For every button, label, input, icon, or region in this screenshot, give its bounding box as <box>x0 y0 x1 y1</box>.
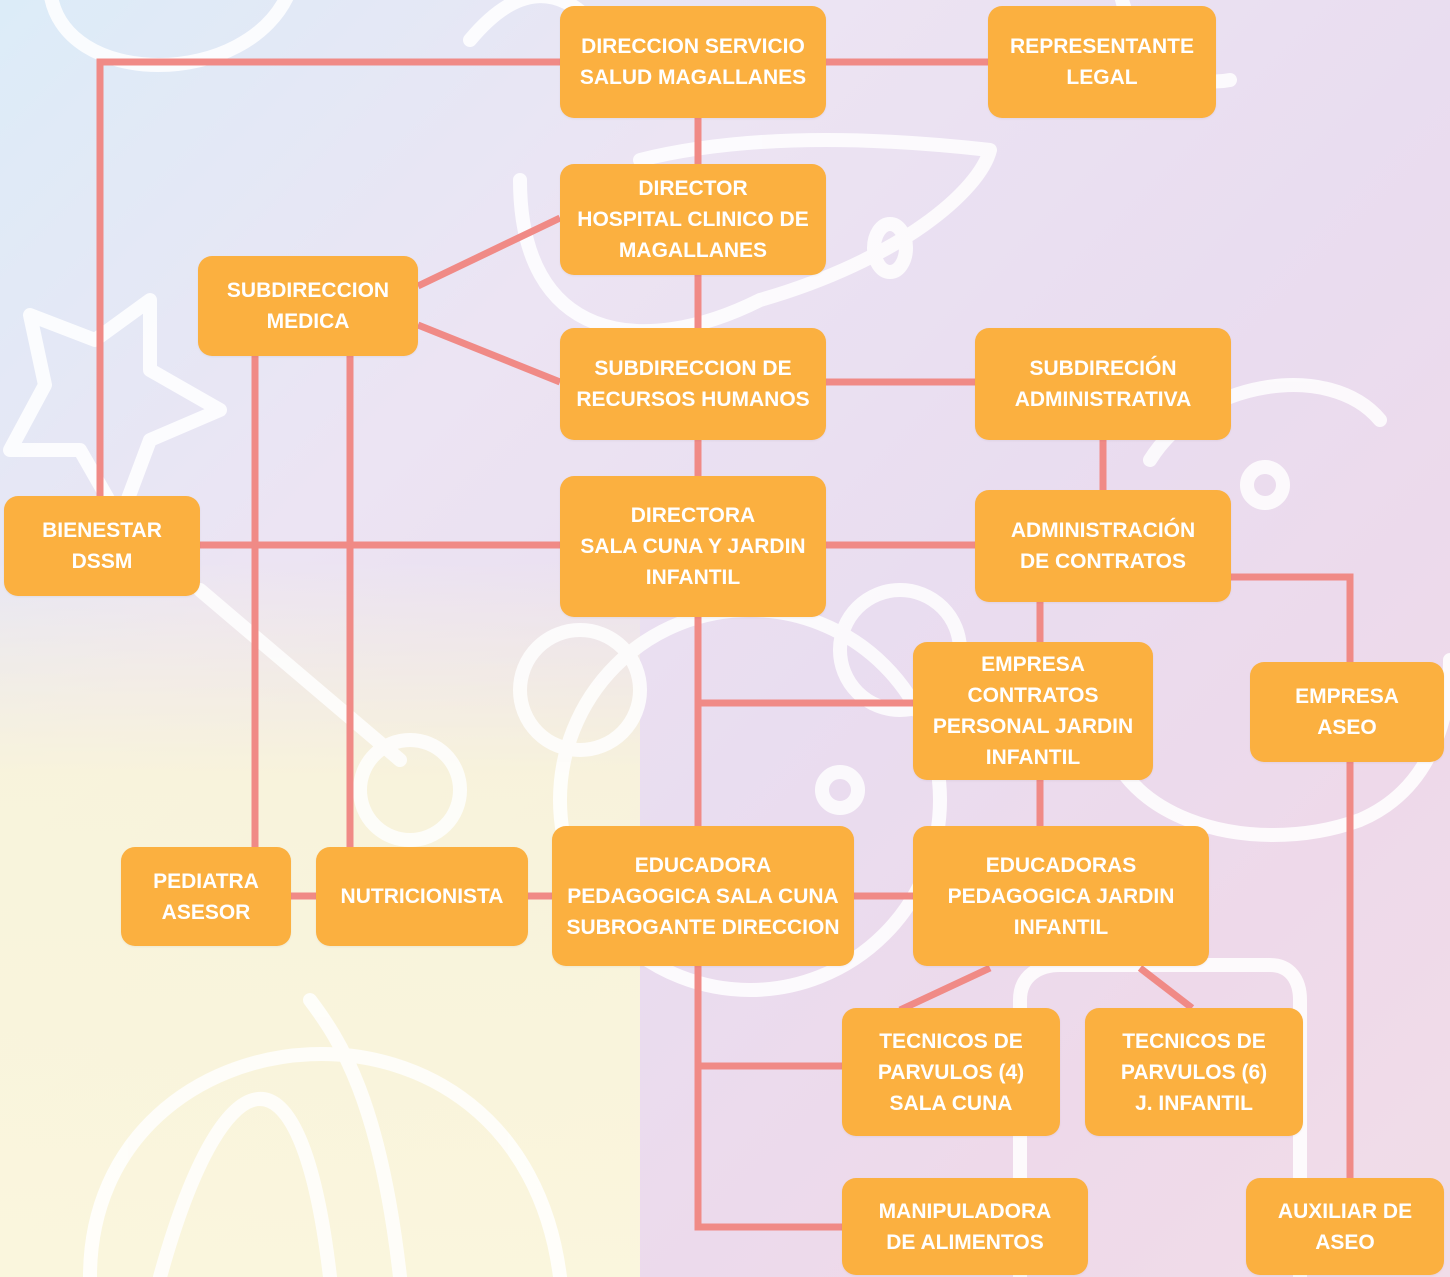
node-educadoras-jardin: EDUCADORAS PEDAGOGICA JARDIN INFANTIL <box>913 826 1209 966</box>
node-empresa-contratos-personal: EMPRESA CONTRATOS PERSONAL JARDIN INFANT… <box>913 642 1153 780</box>
bg-duck-eye <box>1240 460 1290 510</box>
bg-ball-stripe-1 <box>153 1092 337 1277</box>
connector-line <box>416 214 562 290</box>
node-subdireccion-rrhh: SUBDIRECCION DE RECURSOS HUMANOS <box>560 328 826 440</box>
bg-rattle-ball <box>353 733 467 847</box>
bg-rattle-handle <box>193 583 407 767</box>
node-empresa-aseo: EMPRESA ASEO <box>1250 662 1444 762</box>
node-educadora-sala-cuna: EDUCADORA PEDAGOGICA SALA CUNA SUBROGANT… <box>552 826 854 966</box>
node-pediatra-asesor: PEDIATRA ASESOR <box>121 847 291 946</box>
connector-line <box>1137 965 1195 1011</box>
connector-line <box>694 966 842 1231</box>
bg-ball-outline <box>83 1047 567 1277</box>
bg-star-shape <box>3 293 227 527</box>
connector-line <box>416 321 562 386</box>
connector-line <box>898 964 992 1014</box>
node-tecnicos-jardin: TECNICOS DE PARVULOS (6) J. INFANTIL <box>1085 1008 1303 1136</box>
node-directora-sala-cuna: DIRECTORA SALA CUNA Y JARDIN INFANTIL <box>560 476 826 617</box>
connector-line <box>1230 573 1354 662</box>
node-administracion-contratos: ADMINISTRACIÓN DE CONTRATOS <box>975 490 1231 602</box>
node-subdireccion-medica: SUBDIRECCION MEDICA <box>198 256 418 356</box>
node-representante-legal: REPRESENTANTE LEGAL <box>988 6 1216 118</box>
node-auxiliar-aseo: AUXILIAR DE ASEO <box>1246 1178 1444 1275</box>
node-subdireccion-administrativa: SUBDIRECIÓN ADMINISTRATIVA <box>975 328 1231 440</box>
bg-ball-stripe-2 <box>303 993 407 1277</box>
node-manipuladora-alimentos: MANIPULADORA DE ALIMENTOS <box>842 1178 1088 1275</box>
node-director-hospital: DIRECTOR HOSPITAL CLINICO DE MAGALLANES <box>560 164 826 275</box>
node-nutricionista: NUTRICIONISTA <box>316 847 528 946</box>
node-tecnicos-sala-cuna: TECNICOS DE PARVULOS (4) SALA CUNA <box>842 1008 1060 1136</box>
connector-line <box>96 58 560 496</box>
bg-drop-dot <box>867 217 913 279</box>
bg-bear-eye <box>815 765 865 815</box>
bg-bear-ear-left <box>513 623 647 757</box>
node-direccion-servicio-salud: DIRECCION SERVICIO SALUD MAGALLANES <box>560 6 826 118</box>
node-bienestar-dssm: BIENESTAR DSSM <box>4 496 200 596</box>
